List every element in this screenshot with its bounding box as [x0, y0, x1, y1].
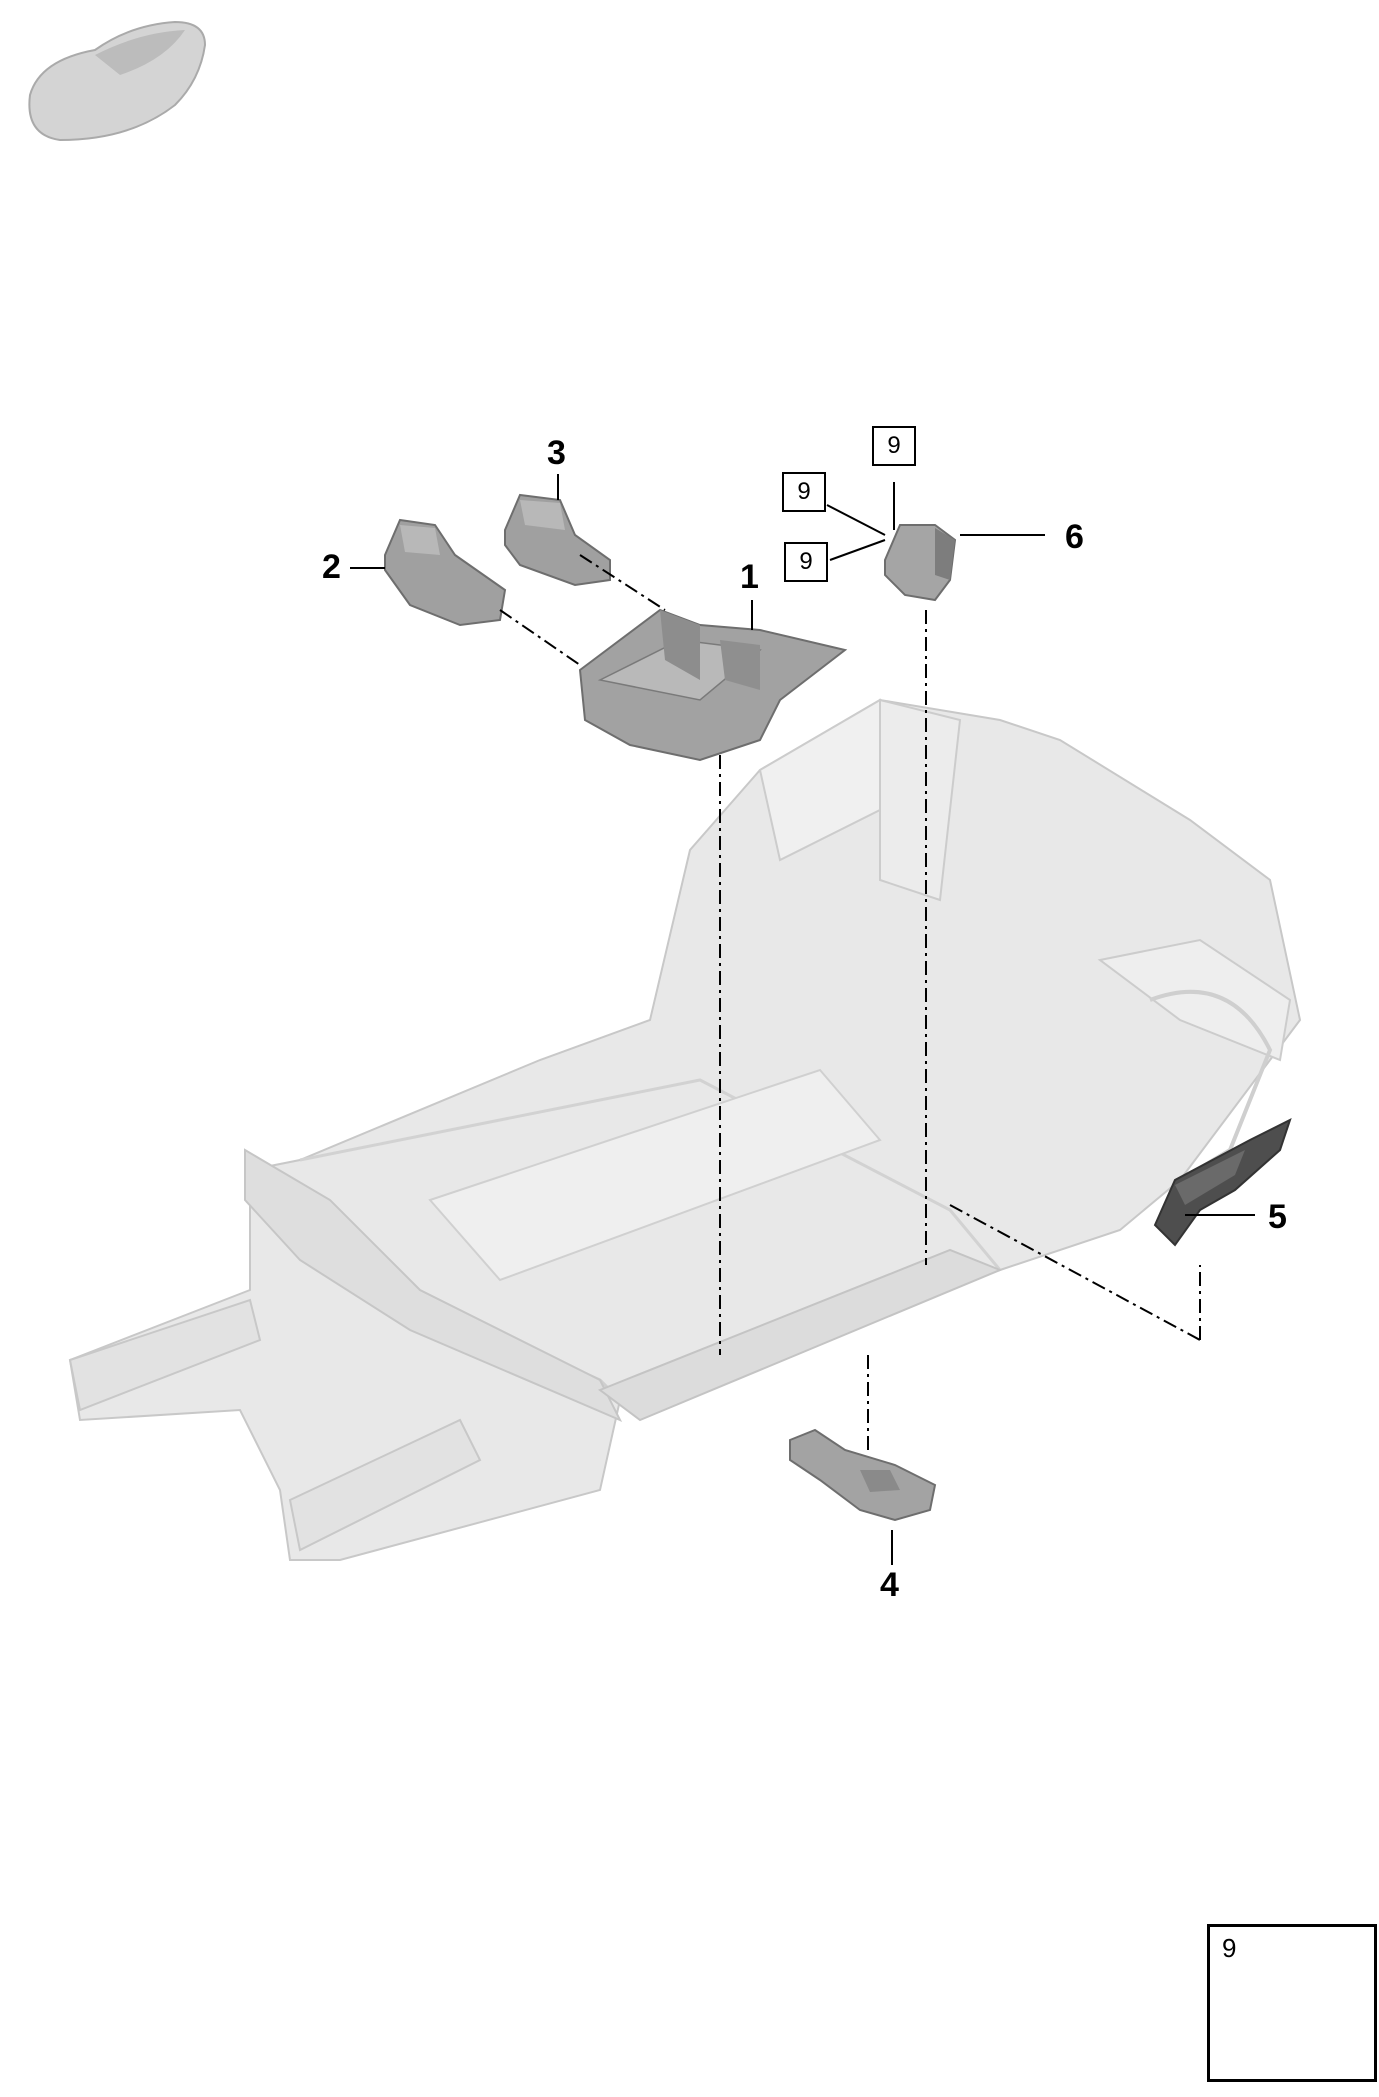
ref-box-9-top: 9	[872, 426, 916, 466]
callout-5: 5	[1268, 1198, 1287, 1236]
callout-6: 6	[1065, 518, 1084, 556]
part-3-tunnel-cover[interactable]	[504, 493, 611, 587]
part-1-tunnel-reinforcement[interactable]	[578, 608, 848, 762]
car-silhouette-icon[interactable]	[28, 20, 207, 142]
ref-box-9-low: 9	[784, 542, 828, 582]
callout-4: 4	[880, 1566, 899, 1604]
part-5-sill-reinforcement[interactable]	[1153, 1118, 1292, 1247]
callout-1: 1	[740, 558, 759, 596]
callout-2: 2	[322, 548, 341, 586]
part-6-bracket[interactable]	[884, 524, 957, 602]
legend-number: 9	[1222, 1933, 1237, 1963]
vehicle-floor-assembly	[68, 698, 1302, 1561]
part-2-tunnel-cover[interactable]	[384, 518, 507, 627]
ref-box-9-mid: 9	[782, 472, 826, 512]
callout-3: 3	[547, 434, 566, 472]
legend-bolt-box: 9	[1207, 1924, 1377, 2082]
part-4-floor-bracket[interactable]	[789, 1428, 937, 1522]
leader-lines	[350, 474, 1255, 1565]
assembly-lines	[499, 554, 1201, 1450]
